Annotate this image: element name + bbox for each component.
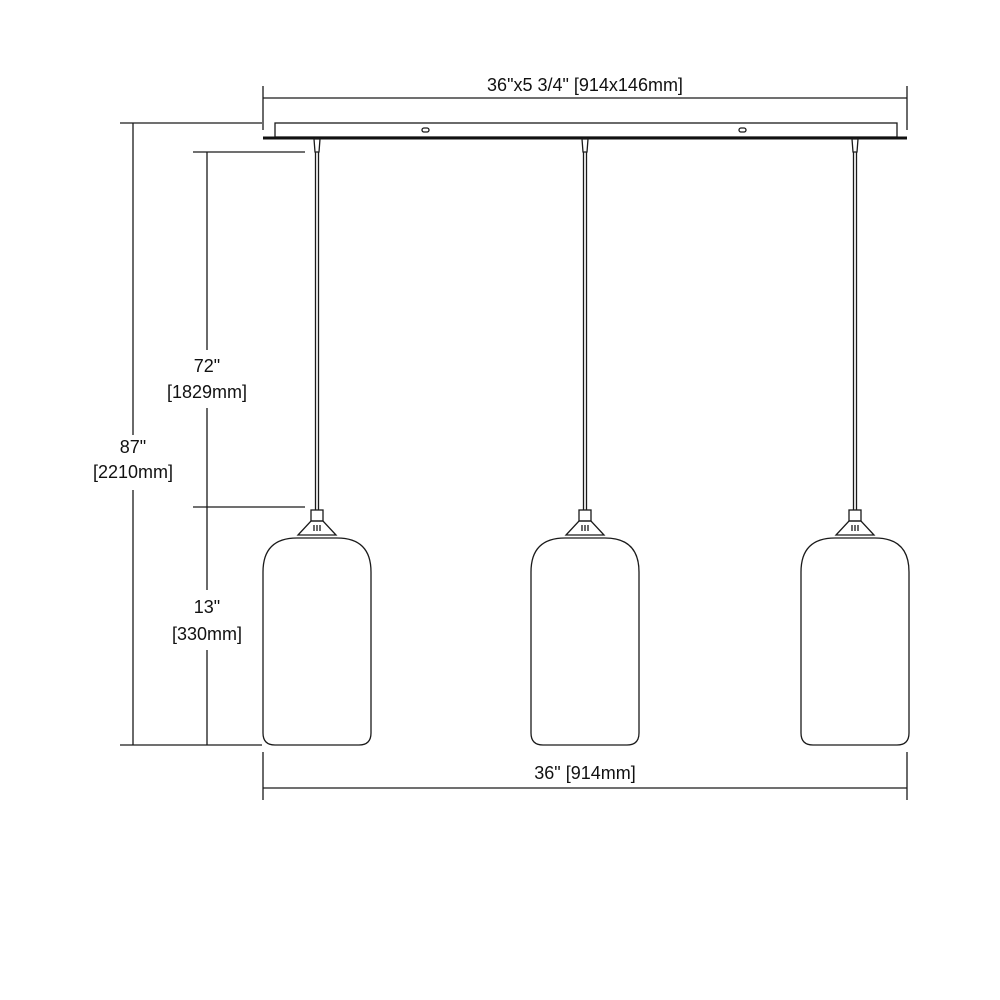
fitter-cap — [848, 509, 862, 522]
overall-width-dimension: 36" [914mm] — [262, 752, 908, 800]
shade-height-mm: [330mm] — [172, 624, 242, 644]
pendant-3 — [800, 138, 910, 746]
overall-height-mm: [2210mm] — [93, 462, 173, 482]
overall-height-dimension: 87" [2210mm] — [93, 122, 262, 746]
cord-length-in: 72" — [194, 356, 220, 376]
cord-length-dimension: 72" [1829mm] — [167, 151, 305, 745]
glass-shade — [262, 537, 372, 746]
cord-grip — [581, 138, 589, 153]
fitter-cone — [834, 520, 876, 536]
shade-height-in: 13" — [194, 597, 220, 617]
overall-width-label: 36" [914mm] — [534, 763, 635, 783]
cord-length-mm: [1829mm] — [167, 382, 247, 402]
canopy-width-dimension: 36"x5 3/4" [914x146mm] — [262, 75, 908, 130]
fitter-cone — [564, 520, 606, 536]
shade-height-dimension: 13" [330mm] — [172, 597, 242, 644]
cord-grip — [851, 138, 859, 153]
glass-shade — [530, 537, 640, 746]
glass-shade — [800, 537, 910, 746]
fitter-cap — [578, 509, 592, 522]
canopy — [263, 122, 907, 140]
overall-height-in: 87" — [120, 437, 146, 457]
cord-grip — [313, 138, 321, 153]
pendant-2 — [530, 138, 640, 746]
fitter-cap — [310, 509, 324, 522]
pendant-1 — [262, 138, 372, 746]
fitter-cone — [296, 520, 338, 536]
canopy-dimension-label: 36"x5 3/4" [914x146mm] — [487, 75, 683, 95]
